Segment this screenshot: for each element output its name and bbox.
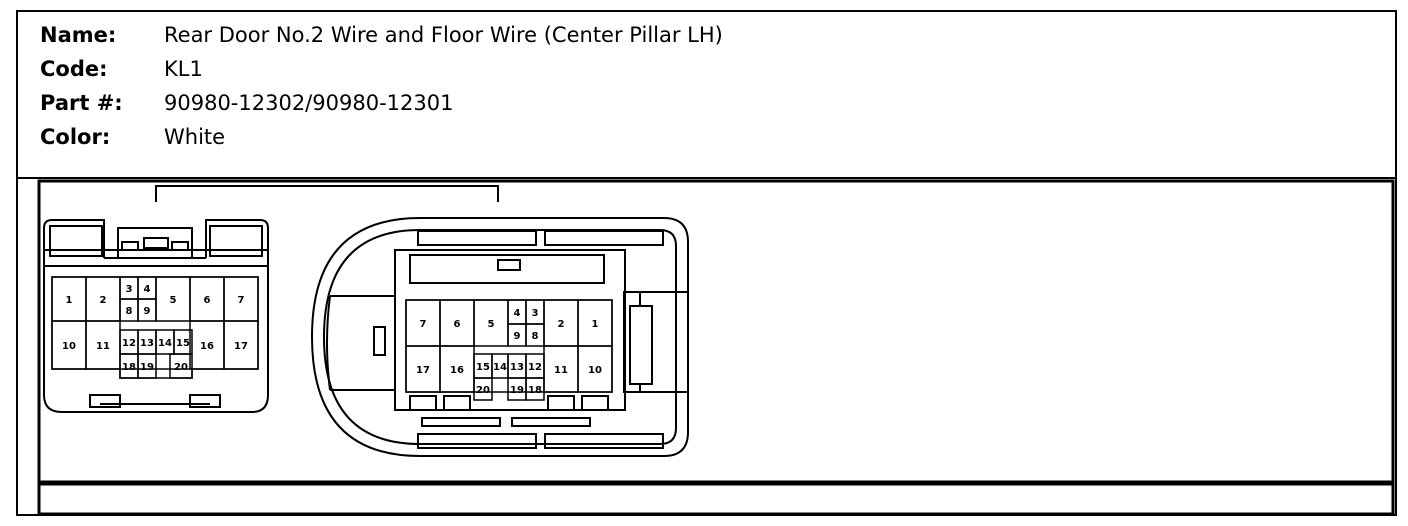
left-pin-8-label: 8 [126, 306, 133, 317]
name-row: Name: Rear Door No.2 Wire and Floor Wire… [40, 18, 723, 52]
color-label: Color: [40, 125, 111, 149]
right-pin-1-label: 1 [592, 319, 599, 330]
code-value: KL1 [164, 57, 203, 81]
right-pin-19-label: 19 [510, 385, 524, 396]
left-pin-4-label: 4 [144, 284, 151, 295]
part-value: 90980-12302/90980-12301 [164, 91, 454, 115]
right-pin-13-label: 13 [510, 362, 524, 373]
part-row: Part #: 90980-12302/90980-12301 [40, 86, 723, 120]
code-label: Code: [40, 57, 108, 81]
right-pin-12-label: 12 [528, 362, 542, 373]
left-pin-18-label: 18 [122, 362, 136, 373]
left-pin-12-label: 12 [122, 338, 136, 349]
left-ear-left [43, 219, 105, 258]
right-pin-18-label: 18 [528, 385, 542, 396]
left-pin-5-label: 5 [170, 295, 177, 306]
right-connector-shell [310, 217, 689, 457]
left-pin-19-label: 19 [140, 362, 154, 373]
name-value: Rear Door No.2 Wire and Floor Wire (Cent… [164, 23, 723, 47]
lock-tab [117, 227, 193, 258]
lock-slot [373, 326, 386, 356]
right-pin-7-label: 7 [420, 319, 427, 330]
right-pin-16-label: 16 [450, 365, 464, 376]
left-ear-right [205, 219, 269, 258]
left-pin-20-label: 20 [174, 362, 188, 373]
color-value: White [164, 125, 226, 149]
left-connector-body [43, 249, 269, 413]
connector-info: Name: Rear Door No.2 Wire and Floor Wire… [40, 18, 723, 154]
right-pin-17-label: 17 [416, 365, 430, 376]
left-pin-15-label: 15 [176, 338, 190, 349]
connector-bracket [155, 185, 499, 202]
right-pin-11-label: 11 [554, 365, 568, 376]
left-ear-right-inner [209, 225, 263, 257]
left-pin-14-label: 14 [158, 338, 172, 349]
right-pin-14-label: 14 [493, 362, 507, 373]
right-pin-2-label: 2 [558, 319, 565, 330]
left-pin-11-label: 11 [96, 341, 110, 352]
left-pin-1-label: 1 [66, 295, 73, 306]
code-row: Code: KL1 [40, 52, 723, 86]
right-connector-shell-inner [322, 229, 677, 445]
right-pin-8-cavity [525, 323, 545, 347]
left-pin-10-label: 10 [62, 341, 76, 352]
color-row: Color: White [40, 120, 723, 154]
left-pin-2-label: 2 [100, 295, 107, 306]
right-pin-18-cavity [525, 377, 545, 401]
left-pin-13-label: 13 [140, 338, 154, 349]
right-pin-20-label: 20 [476, 385, 490, 396]
right-pin-4-label: 4 [514, 308, 521, 319]
right-pin-5-label: 5 [488, 319, 495, 330]
right-pin-3-label: 3 [532, 308, 539, 319]
right-pin-15-label: 15 [476, 362, 490, 373]
right-pin-10-label: 10 [588, 365, 602, 376]
right-pin-20-cavity [473, 377, 493, 401]
right-pin-9-label: 9 [514, 331, 521, 342]
left-pin-9-cavity [137, 298, 157, 322]
footer-box [37, 482, 1395, 516]
name-label: Name: [40, 23, 117, 47]
left-pin-16-label: 16 [200, 341, 214, 352]
left-pin-9-label: 9 [144, 306, 151, 317]
left-pin-17-label: 17 [234, 341, 248, 352]
left-pin-7-label: 7 [238, 295, 245, 306]
right-pin-8-label: 8 [532, 331, 539, 342]
left-pin-3-label: 3 [126, 284, 133, 295]
left-pin-6-label: 6 [204, 295, 211, 306]
left-ear-left-inner [49, 225, 103, 257]
right-pin-6-label: 6 [454, 319, 461, 330]
part-label: Part #: [40, 91, 123, 115]
drawing-box [37, 179, 1395, 484]
